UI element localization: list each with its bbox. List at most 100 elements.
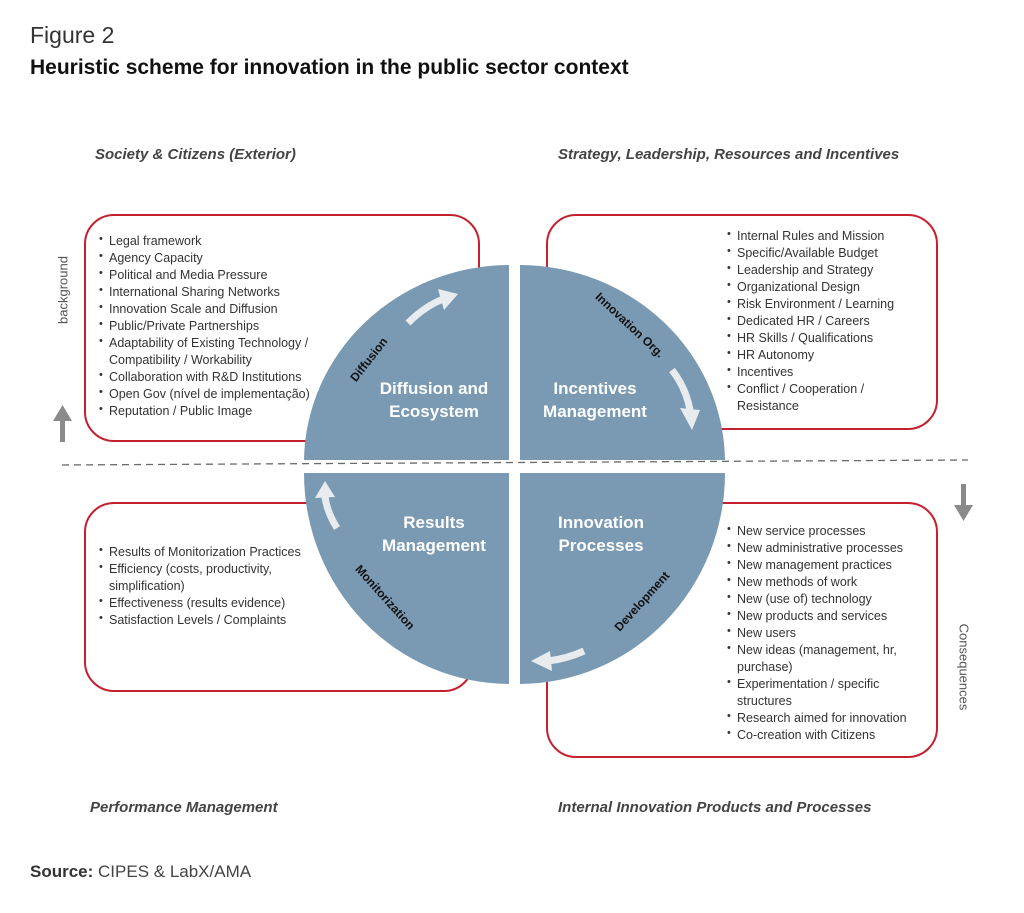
list-item: Legal framework — [99, 231, 399, 250]
label-incentives-line2: Management — [543, 402, 647, 421]
list-item: Experimentation / specific structures — [727, 674, 932, 710]
list-item: Leadership and Strategy — [727, 260, 932, 279]
quadrant-title-top-right: Strategy, Leadership, Resources and Ince… — [558, 146, 900, 163]
label-results-line1: Results — [403, 513, 464, 532]
label-incentives-line1: Incentives — [553, 379, 636, 398]
list-item-text: Satisfaction Levels / Complaints — [109, 613, 287, 627]
up-arrow-icon — [53, 405, 72, 442]
list-item: New methods of work — [727, 572, 932, 591]
list-item: New ideas (management, hr, purchase) — [727, 640, 932, 676]
list-item-text: Organizational Design — [737, 280, 860, 294]
quadrant-title-top-left: Society & Citizens (Exterior) — [95, 146, 296, 163]
list-item: HR Skills / Qualifications — [727, 328, 932, 347]
quadrant-diffusion-ecosystem — [304, 265, 509, 460]
list-item-text: Specific/Available Budget — [737, 246, 878, 260]
figure-label: Figure 2 — [30, 22, 115, 48]
list-item-text: New users — [737, 626, 797, 640]
list-top-right: Internal Rules and MissionSpecific/Avail… — [727, 226, 932, 415]
list-item: Research aimed for innovation — [727, 708, 932, 727]
list-item: New (use of) technology — [727, 589, 932, 608]
list-item: Collaboration with R&D Institutions — [99, 367, 399, 386]
list-item-text: New management practices — [737, 558, 892, 572]
list-item-text: Results of Monitorization Practices — [109, 545, 301, 559]
figure-title: Heuristic scheme for innovation in the p… — [30, 56, 629, 79]
list-item-text: HR Skills / Qualifications — [737, 331, 874, 345]
list-item-text: HR Autonomy — [737, 348, 815, 362]
source-label: Source: — [30, 862, 94, 881]
list-item: Innovation Scale and Diffusion — [99, 299, 399, 318]
quadrant-innovation-processes — [520, 473, 725, 684]
list-item-text: Internal Rules and Mission — [737, 229, 885, 243]
list-item-text: Dedicated HR / Careers — [737, 314, 870, 328]
label-diffusion-line1: Diffusion and — [380, 379, 489, 398]
list-item: New products and services — [727, 606, 932, 625]
list-item-text: New ideas (management, hr, — [737, 643, 897, 657]
quadrant-title-bottom-right: Internal Innovation Products and Process… — [558, 799, 872, 816]
list-item: Adaptability of Existing Technology / Com… — [99, 333, 399, 369]
list-item: Political and Media Pressure — [99, 265, 399, 284]
list-item: Dedicated HR / Careers — [727, 311, 932, 330]
quadrant-results-management — [304, 473, 509, 684]
list-bottom-left: Results of Monitorization PracticesEffic… — [99, 542, 319, 629]
arrow-development-icon — [531, 647, 586, 671]
list-item-continuation: Resistance — [737, 399, 799, 413]
list-item-text: International Sharing Networks — [109, 285, 280, 299]
list-item: Risk Environment / Learning — [727, 294, 932, 313]
list-item-text: Reputation / Public Image — [109, 404, 253, 418]
label-innovation-line2: Processes — [558, 536, 643, 555]
down-arrow-icon — [954, 484, 973, 521]
list-item-text: New products and services — [737, 609, 888, 623]
label-diffusion-line2: Ecosystem — [389, 402, 479, 421]
list-item-text: Co-creation with Citizens — [737, 728, 876, 742]
list-item-continuation: purchase) — [737, 660, 793, 674]
list-item-text: New methods of work — [737, 575, 858, 589]
list-item-text: Adaptability of Existing Technology / — [109, 336, 309, 350]
list-item-continuation: structures — [737, 694, 792, 708]
list-item-text: Public/Private Partnerships — [109, 319, 260, 333]
list-item-text: Research aimed for innovation — [737, 711, 907, 725]
list-top-left: Legal frameworkAgency CapacityPolitical … — [99, 231, 399, 420]
list-item-text: Effectiveness (results evidence) — [109, 596, 286, 610]
list-item: Open Gov (nível de implementação) — [99, 384, 399, 403]
list-item: Specific/Available Budget — [727, 243, 932, 262]
list-item-text: Political and Media Pressure — [109, 268, 268, 282]
list-item: Co-creation with Citizens — [727, 725, 932, 744]
list-item-text: Innovation Scale and Diffusion — [109, 302, 278, 316]
list-item-continuation: Compatibility / Workability — [109, 353, 252, 367]
divider-dashed-line — [61, 459, 969, 466]
list-item-text: Leadership and Strategy — [737, 263, 874, 277]
list-item: Effectiveness (results evidence) — [99, 593, 319, 612]
list-item-text: New (use of) technology — [737, 592, 872, 606]
list-item-text: Incentives — [737, 365, 794, 379]
list-item: Public/Private Partnerships — [99, 316, 399, 335]
list-item-text: Efficiency (costs, productivity, — [109, 562, 272, 576]
list-item: New users — [727, 623, 932, 642]
arrow-diffusion-icon — [405, 289, 458, 326]
list-item: Reputation / Public Image — [99, 401, 399, 420]
list-item-text: Conflict / Cooperation / — [737, 382, 865, 396]
list-item-text: Agency Capacity — [109, 251, 203, 265]
list-item: HR Autonomy — [727, 345, 932, 364]
quadrant-title-bottom-left: Performance Management — [90, 799, 278, 816]
list-item: Conflict / Cooperation / Resistance — [727, 379, 932, 415]
list-item-text: Risk Environment / Learning — [737, 297, 895, 311]
list-item: New service processes — [727, 521, 932, 540]
arrow-innovation-org-icon — [669, 367, 700, 430]
list-item-text: New service processes — [737, 524, 866, 538]
source-text: CIPES & LabX/AMA — [93, 862, 252, 881]
list-item: New administrative processes — [727, 538, 932, 557]
list-bottom-right: New service processesNew administrative … — [727, 521, 932, 744]
list-item: Satisfaction Levels / Complaints — [99, 610, 319, 629]
list-item: Internal Rules and Mission — [727, 226, 932, 245]
list-item: International Sharing Networks — [99, 282, 399, 301]
list-item-text: New administrative processes — [737, 541, 904, 555]
label-innovation-line1: Innovation — [558, 513, 644, 532]
list-item-continuation: simplification) — [109, 579, 185, 593]
list-item-text: Collaboration with R&D Institutions — [109, 370, 302, 384]
list-item-text: Experimentation / specific — [737, 677, 880, 691]
list-item: Organizational Design — [727, 277, 932, 296]
list-item: New management practices — [727, 555, 932, 574]
list-item-text: Legal framework — [109, 234, 202, 248]
list-item: Results of Monitorization Practices — [99, 542, 319, 561]
